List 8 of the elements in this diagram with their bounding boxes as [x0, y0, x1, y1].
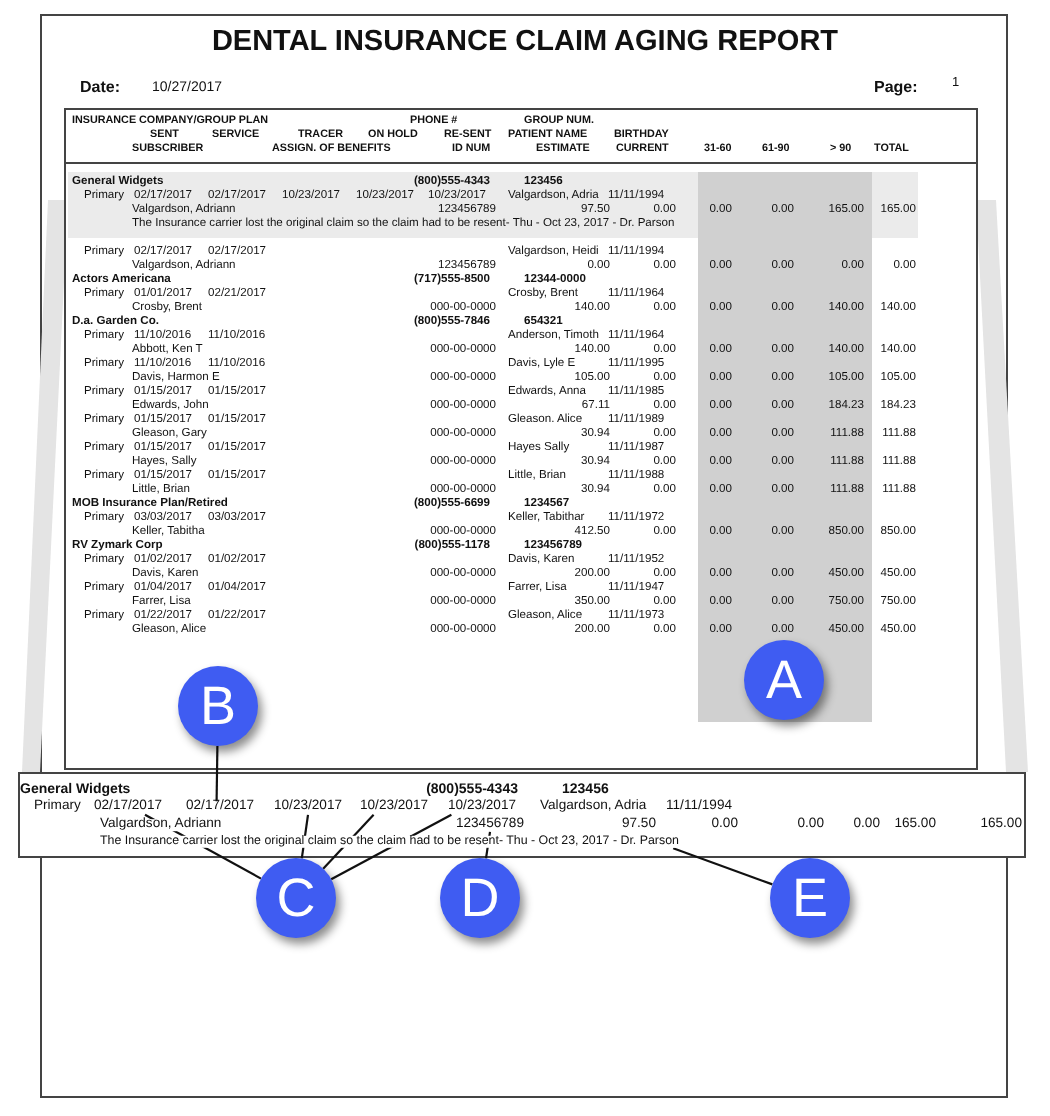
page-label: Page: [874, 80, 918, 96]
leader-line [215, 746, 219, 802]
leader-line [672, 847, 773, 886]
report-title: DENTAL INSURANCE CLAIM AGING REPORT [209, 28, 841, 57]
callout-letter: E [770, 858, 850, 938]
callout-letter: C [256, 858, 336, 938]
callout-letter: D [440, 858, 520, 938]
date-label: Date: [80, 80, 121, 96]
